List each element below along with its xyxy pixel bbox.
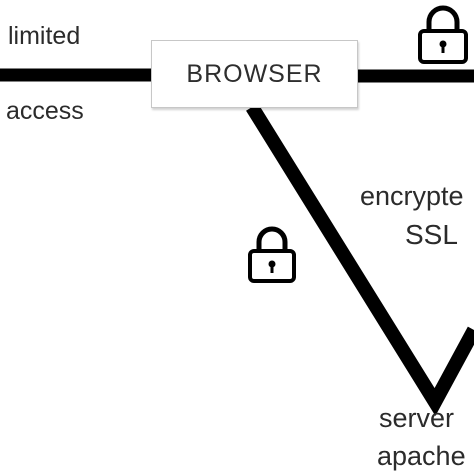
ssl-label: SSL <box>405 219 458 250</box>
access-label: access <box>6 97 84 125</box>
browser-node[interactable]: BROWSER <box>151 40 358 108</box>
server-label: server <box>379 403 455 433</box>
encrypted-label: encrypte <box>360 181 464 211</box>
apache-label: apache <box>377 441 466 471</box>
limited-label: limited <box>8 22 81 50</box>
lock-icon <box>418 5 468 64</box>
ssl-connector-line <box>246 103 474 416</box>
lock-icon <box>248 226 296 283</box>
browser-node-label: BROWSER <box>186 59 323 88</box>
